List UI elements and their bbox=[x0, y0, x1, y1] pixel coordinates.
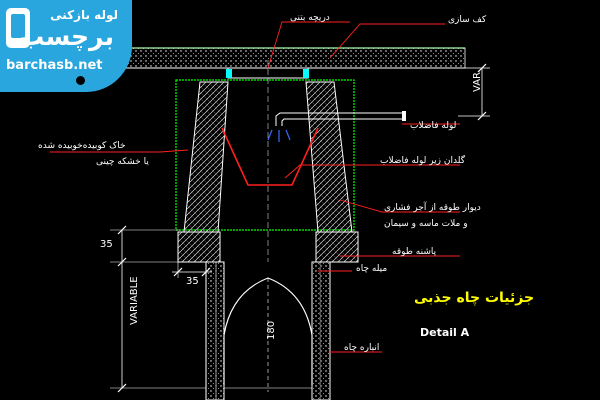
label-soil-alt: یا خشکه چینی bbox=[96, 157, 149, 167]
well-chamber bbox=[223, 277, 313, 392]
concrete-cover bbox=[226, 67, 309, 79]
leader-lines bbox=[50, 21, 460, 353]
brand-line2: برچسب bbox=[19, 22, 114, 51]
dim-35-vertical: 35 bbox=[100, 225, 180, 267]
var-dimension: VAR. bbox=[458, 63, 490, 121]
well-shaft bbox=[205, 261, 331, 400]
label-concrete-hatch: دریچه بتنی bbox=[290, 13, 330, 23]
label-funnel: گلدان زیر لوله فاضلاب bbox=[380, 154, 466, 166]
var-label: VAR. bbox=[472, 69, 483, 92]
label-drain-pipe: لوله فاضلاب bbox=[410, 121, 456, 131]
brand-line1: لوله بازکنی bbox=[50, 8, 118, 22]
label-footing: پاشنه طوقه bbox=[392, 247, 437, 257]
dim-35-horizontal: 35 bbox=[172, 262, 212, 287]
label-wall-1: دیوار طوقه از آجر فشاری bbox=[384, 201, 481, 213]
dim-180-label: 180 bbox=[266, 321, 277, 340]
dim-35-h-label: 35 bbox=[186, 276, 199, 287]
title-fa: جزئیات چاه جذبی bbox=[414, 290, 534, 306]
drain-funnel bbox=[221, 127, 319, 186]
label-floor: کف سازی bbox=[448, 15, 487, 25]
compacted-soil bbox=[175, 79, 355, 231]
dim-35-v-label: 35 bbox=[100, 239, 113, 250]
floor-slab bbox=[94, 47, 466, 69]
variable-label: VARIABLE bbox=[129, 276, 140, 325]
label-chamber: انباره چاه bbox=[344, 343, 379, 353]
variable-dimension: VARIABLE bbox=[110, 262, 206, 393]
phone-icon bbox=[6, 8, 30, 48]
label-soil: خاک کوبیده‌خوبیده شده bbox=[38, 140, 126, 151]
label-wall-2: و ملات ماسه و سیمان bbox=[384, 219, 468, 229]
badge-dot bbox=[76, 76, 85, 85]
label-shaft: میله چاه bbox=[356, 264, 387, 274]
title-en: Detail A bbox=[420, 326, 470, 339]
ring-footing bbox=[177, 231, 359, 263]
water-drops-icon bbox=[267, 129, 291, 142]
brand-logo: لوله بازکنی برچسب barchasb.net bbox=[0, 0, 132, 92]
drain-pipe bbox=[267, 111, 406, 142]
brand-site: barchasb.net bbox=[6, 58, 103, 73]
